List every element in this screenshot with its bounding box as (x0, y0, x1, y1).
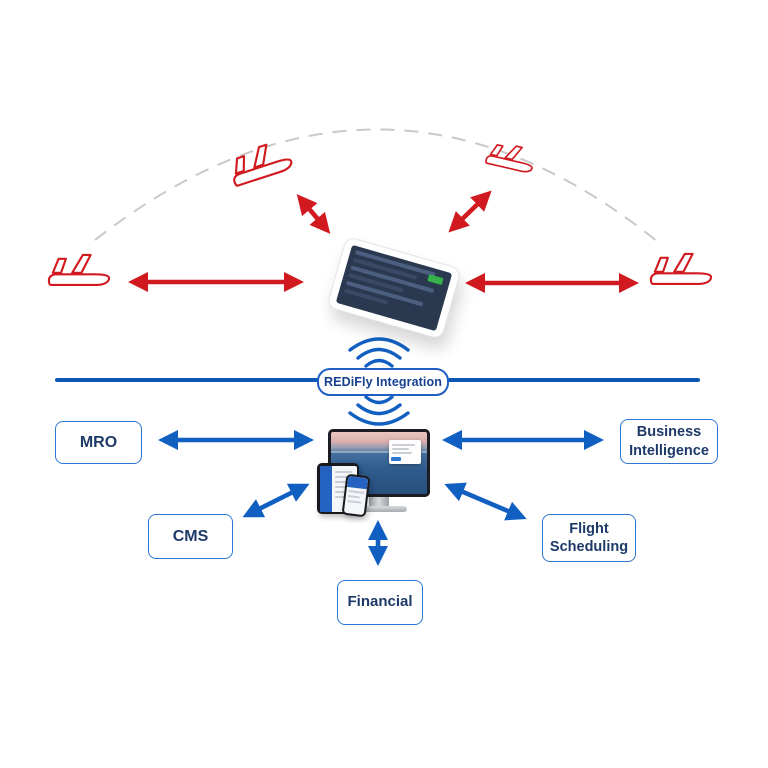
system-label-flight-scheduling: Flight Scheduling (549, 520, 629, 555)
system-box-financial: Financial (337, 580, 423, 625)
integration-pill-label: REDiFly Integration (324, 375, 442, 389)
system-box-mro: MRO (55, 421, 142, 464)
phone-app-header (346, 475, 369, 490)
blue-arrow-flight-scheduling (444, 482, 527, 521)
monitor-dialog-button (390, 457, 401, 462)
desktop-monitor-screen (331, 432, 427, 494)
monitor-stand-neck (369, 496, 389, 507)
blue-arrow-cms (242, 483, 310, 518)
airplane-top-right-icon (484, 139, 537, 175)
phone-device (341, 473, 371, 518)
system-box-business-intelligence: Business Intelligence (620, 419, 718, 464)
flight-path-arc (94, 128, 659, 243)
system-label-business-intelligence: Business Intelligence (629, 424, 709, 459)
system-label-cms: CMS (172, 527, 209, 545)
system-box-cms: CMS (148, 514, 233, 559)
system-box-flight-scheduling: Flight Scheduling (542, 514, 636, 562)
system-label-mro: MRO (79, 433, 118, 451)
monitor-stand-base (351, 506, 407, 512)
phone-screen (343, 475, 369, 516)
airplane-right-icon (649, 252, 713, 286)
integration-pill: REDiFly Integration (317, 368, 449, 396)
tablet-app-sidebar (319, 465, 333, 512)
monitor-dialog-card (388, 440, 422, 464)
red-arrow-top-right (448, 190, 492, 233)
red-arrow-top-left (296, 194, 331, 234)
wifi-signal-icon (348, 337, 410, 426)
airplane-left-icon (47, 253, 111, 287)
airplane-top-left-icon (225, 137, 295, 188)
efb-green-status-badge (427, 274, 444, 286)
system-label-financial: Financial (347, 593, 413, 611)
